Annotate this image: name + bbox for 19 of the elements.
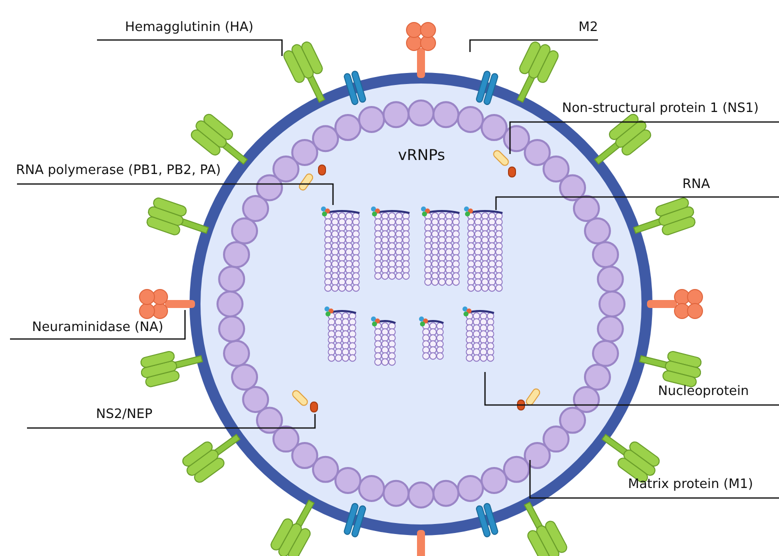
leader-line	[509, 121, 779, 154]
part-label: RNA	[496, 177, 710, 193]
leader-line	[484, 372, 779, 406]
part-label: Non-structural protein 1 (NS1)	[562, 101, 759, 117]
part-label: Nucleoprotein	[658, 384, 749, 400]
leader-line	[495, 196, 779, 210]
part-label: M2	[470, 20, 598, 36]
annotation-text: vRNPs	[398, 147, 446, 163]
part-label: Hemagglutinin (HA)	[125, 20, 254, 36]
leader-line	[10, 310, 186, 340]
part-label: NS2/NEP	[96, 407, 152, 423]
part-label: Neuraminidase (NA)	[32, 320, 164, 336]
part-label: Matrix protein (M1)	[628, 477, 754, 493]
leader-line	[529, 460, 779, 499]
leader-line	[27, 414, 316, 429]
part-label: RNA polymerase (PB1, PB2, PA)	[16, 163, 221, 179]
leader-line	[469, 39, 598, 52]
leader-line	[97, 39, 283, 56]
leader-line	[17, 183, 334, 205]
